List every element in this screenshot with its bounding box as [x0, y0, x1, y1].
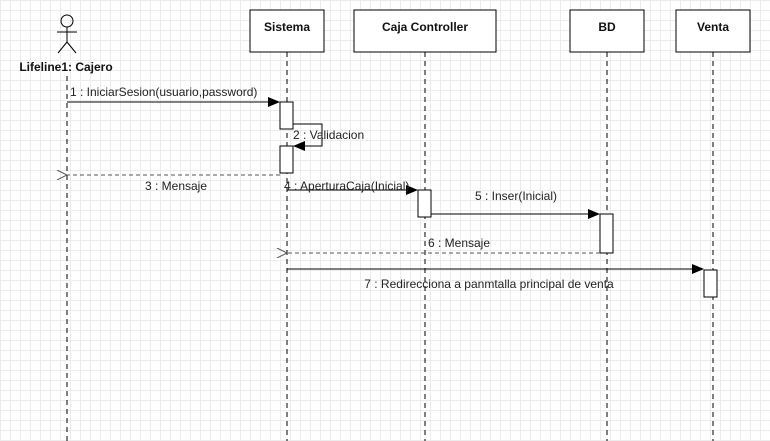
message-3[interactable]: 3 : Mensaje: [67, 175, 280, 193]
message-label: 4 : AperturaCaja(Inicial): [284, 179, 409, 193]
message-label: 1 : IniciarSesion(usuario,password): [70, 85, 257, 99]
message-5[interactable]: 5 : Inser(Inicial): [431, 189, 600, 219]
message-label: 5 : Inser(Inicial): [475, 189, 557, 203]
lifeline-box: [675, 9, 751, 53]
lifeline-bd[interactable]: BD: [569, 9, 645, 53]
lifeline-caja-controller[interactable]: Caja Controller: [353, 9, 497, 53]
activation-caja: [417, 189, 432, 218]
message-2[interactable]: 2 : Validacion: [293, 123, 364, 151]
message-label: 6 : Mensaje: [428, 236, 490, 250]
activation-bd: [599, 213, 614, 254]
message-7[interactable]: 7 : Redirecciona a panmtalla principal d…: [287, 264, 704, 291]
lifeline-sistema[interactable]: Sistema: [249, 9, 325, 53]
message-label: 7 : Redirecciona a panmtalla principal d…: [364, 277, 614, 291]
activation-bars: [279, 101, 718, 298]
message-6[interactable]: 6 : Mensaje: [287, 236, 600, 253]
message-1[interactable]: 1 : IniciarSesion(usuario,password): [67, 85, 280, 107]
lifeline-box: [353, 9, 497, 53]
message-4[interactable]: 4 : AperturaCaja(Inicial): [284, 179, 418, 195]
lifeline-label: Caja Controller: [382, 20, 468, 34]
lifeline-box: [249, 9, 325, 53]
actor-cajero[interactable]: Lifeline1: Cajero: [19, 14, 113, 74]
lifeline-label: BD: [598, 20, 616, 34]
activation-venta: [703, 269, 718, 298]
activation-sistema-1: [279, 101, 294, 130]
message-label: 3 : Mensaje: [145, 179, 207, 193]
stick-figure-icon: [57, 14, 77, 54]
lifeline-label: Venta: [697, 20, 729, 34]
message-arrow: [293, 123, 323, 151]
lifeline-box: [569, 9, 645, 53]
lifeline-label: Sistema: [264, 20, 310, 34]
message-label: 2 : Validacion: [293, 128, 364, 142]
lifeline-stems: [66, 52, 714, 441]
activation-sistema-2: [279, 145, 294, 174]
lifeline-venta[interactable]: Venta: [675, 9, 751, 53]
actor-label: Lifeline1: Cajero: [19, 60, 112, 74]
